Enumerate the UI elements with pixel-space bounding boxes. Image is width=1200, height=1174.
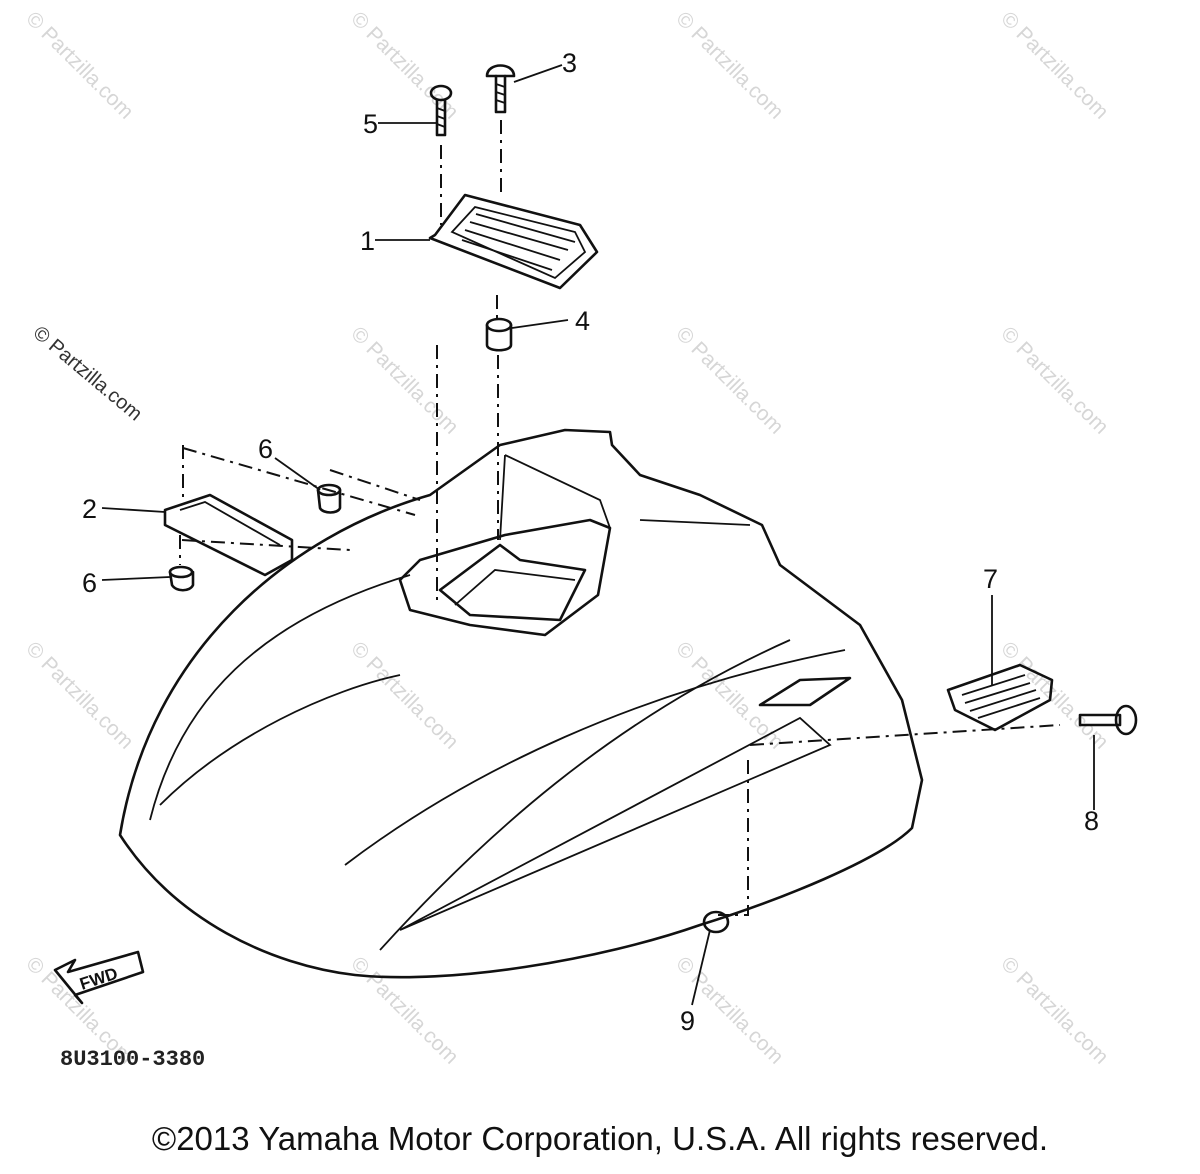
callout-part-4: 4 <box>575 306 590 336</box>
parts-diagram: © Partzilla.com © Partzilla.com © Partzi… <box>21 7 1138 1072</box>
watermark: © Partzilla.com <box>996 7 1112 123</box>
watermark: © Partzilla.com <box>996 322 1112 438</box>
watermark: © Partzilla.com <box>346 322 462 438</box>
vent-grille-part-7 <box>946 663 1054 732</box>
callout-part-6-upper: 6 <box>258 434 273 464</box>
callout-part-8: 8 <box>1084 806 1099 836</box>
watermarks: © Partzilla.com © Partzilla.com © Partzi… <box>21 7 1112 1068</box>
watermark: © Partzilla.com <box>996 637 1112 753</box>
vent-grille-part-1 <box>428 193 599 290</box>
watermark: © Partzilla.com <box>671 637 787 753</box>
diagram-code: 8U3100-3380 <box>60 1047 205 1072</box>
leader-lines <box>101 64 1095 1006</box>
watermark: © Partzilla.com <box>21 7 137 123</box>
callout-part-3: 3 <box>562 48 577 78</box>
callout-part-6-lower: 6 <box>82 568 97 598</box>
watermark: © Partzilla.com <box>671 7 787 123</box>
watermark: © Partzilla.com <box>996 952 1112 1068</box>
panel-part-2 <box>163 493 294 577</box>
watermark-dark: © Partzilla.com <box>29 322 146 425</box>
callout-part-1: 1 <box>360 226 375 256</box>
callout-labels: 5 3 1 4 6 2 6 7 8 9 <box>82 48 1099 1036</box>
watermark: © Partzilla.com <box>21 637 137 753</box>
watermark: © Partzilla.com <box>346 952 462 1068</box>
engine-hood <box>118 428 924 979</box>
callout-part-7: 7 <box>983 564 998 594</box>
fasteners <box>168 64 1138 934</box>
callout-part-9: 9 <box>680 1006 695 1036</box>
copyright-notice: ©2013 Yamaha Motor Corporation, U.S.A. A… <box>151 1120 1049 1157</box>
callout-part-2: 2 <box>82 494 97 524</box>
watermark: © Partzilla.com <box>671 322 787 438</box>
callout-part-5: 5 <box>363 109 378 139</box>
assembly-lines <box>179 120 1061 916</box>
watermark: © Partzilla.com <box>346 637 462 753</box>
